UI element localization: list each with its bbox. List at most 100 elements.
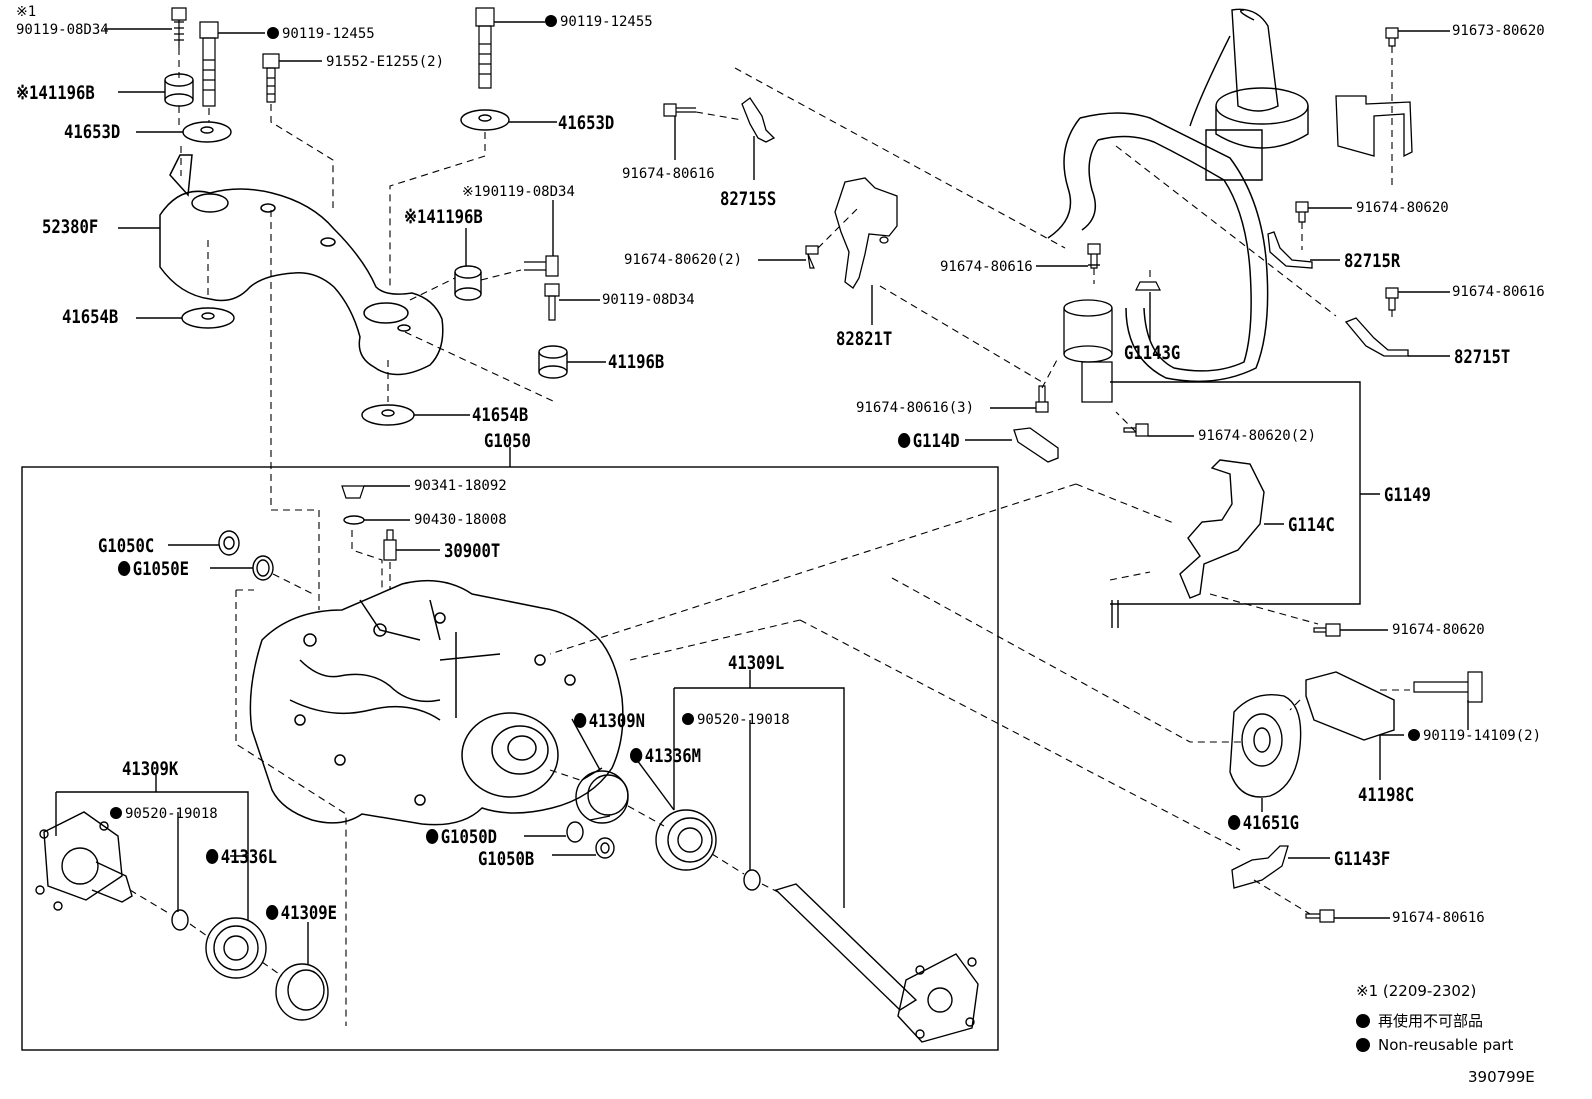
part-label-52380f: 52380F — [42, 216, 99, 238]
bolt-icon — [524, 255, 559, 277]
non-reusable-dot-icon — [426, 829, 439, 844]
part-label-90119-08d34-c: 90119-08D34 — [602, 292, 695, 308]
legend-non-reusable-jp: 再使用不可部品 — [1356, 1010, 1483, 1031]
o-ring-icon — [252, 555, 274, 581]
bolt-icon — [199, 21, 219, 107]
differential-housing-icon — [249, 579, 624, 826]
part-label-91552-e1255: 91552-E1255(2) — [326, 54, 445, 70]
part-label-91674-80616-3: 91674-80616(3) — [856, 400, 975, 416]
snap-ring-icon — [743, 869, 761, 891]
part-label-90119-12455-b: 90119-12455 — [545, 14, 653, 30]
bolt-icon — [663, 103, 696, 117]
washer-icon — [460, 109, 510, 131]
bushing-icon — [538, 345, 568, 379]
part-label-82715s: 82715S — [720, 188, 777, 210]
bracket-icon — [1335, 95, 1413, 158]
bracket-icon — [741, 97, 776, 143]
part-label-82821t: 82821T — [836, 328, 893, 350]
non-reusable-dot-icon — [266, 905, 279, 920]
part-label-41196b: ※141196B — [16, 82, 95, 104]
snap-ring-icon — [566, 821, 584, 843]
part-label-91674-80616-d: 91674-80616 — [1392, 910, 1485, 926]
part-label-91674-80620-2: 91674-80620(2) — [624, 252, 743, 268]
part-label-90119-08d34: 90119-08D34 — [16, 22, 109, 38]
non-reusable-dot-icon — [110, 807, 122, 819]
legend-non-reusable-en: Non-reusable part — [1356, 1036, 1513, 1054]
drive-shaft-icon — [774, 883, 979, 1043]
bolt-icon — [1035, 27, 1399, 437]
part-label-91673-80620: 91673-80620 — [1452, 23, 1545, 39]
cover-g114c-icon — [1111, 459, 1265, 628]
plug-icon — [218, 530, 240, 556]
washer-icon — [182, 121, 232, 143]
breather-icon — [383, 529, 397, 561]
crossmember-icon — [159, 154, 444, 376]
part-label-g1050b: G1050B — [478, 848, 535, 870]
part-label-41196b-c: 41196B — [608, 351, 665, 373]
part-label-91674-80620-b: 91674-80620 — [1392, 622, 1485, 638]
part-label-41654b: 41654B — [62, 306, 119, 328]
part-label-90520-19018-b: 90520-19018 — [110, 806, 218, 822]
note-mark-label: ※1 — [16, 4, 37, 20]
non-reusable-dot-icon — [1228, 815, 1241, 830]
part-label-g114c: G114C — [1288, 514, 1335, 536]
part-label-91674-80616-b: 91674-80616 — [940, 259, 1033, 275]
part-label-90520-19018: 90520-19018 — [682, 712, 790, 728]
flange-icon — [35, 811, 133, 911]
hose-icon — [1047, 112, 1269, 383]
non-reusable-dot-icon — [1356, 1014, 1370, 1028]
bracket-icon — [1267, 231, 1313, 269]
part-label-41309n: 41309N — [574, 710, 645, 732]
part-label-41336l: 41336L — [206, 846, 277, 868]
bolt-icon — [1413, 671, 1483, 703]
part-label-41196b-b: ※141196B — [404, 206, 483, 228]
non-reusable-dot-icon — [118, 561, 131, 576]
non-reusable-dot-icon — [1408, 729, 1420, 741]
non-reusable-dot-icon — [267, 27, 279, 39]
part-label-82715r: 82715R — [1344, 250, 1401, 272]
part-label-g1149: G1149 — [1384, 484, 1431, 506]
gasket-icon — [343, 515, 365, 525]
part-label-90341-18092: 90341-18092 — [414, 478, 507, 494]
part-label-g1143g: G1143G — [1124, 342, 1181, 364]
part-label-g114d: G114D — [898, 430, 960, 452]
illustration-id: 390799E — [1468, 1068, 1535, 1086]
mount-41651g-icon — [1229, 694, 1302, 798]
part-label-91674-80620-2b: 91674-80620(2) — [1198, 428, 1317, 444]
part-label-41309e: 41309E — [266, 902, 337, 924]
part-label-41653d: 41653D — [64, 121, 121, 143]
part-label-g1143f: G1143F — [1334, 848, 1391, 870]
washer-icon — [361, 404, 415, 426]
part-label-41336m: 41336M — [630, 745, 701, 767]
bolt-icon — [1313, 623, 1341, 637]
part-label-41309l: 41309L — [728, 652, 785, 674]
bolt-icon — [805, 245, 819, 269]
bolt-icon — [544, 283, 560, 321]
part-label-91674-80620: 91674-80620 — [1356, 200, 1449, 216]
sensor-icon — [1013, 427, 1059, 463]
bracket-41198c-icon — [1305, 671, 1395, 741]
part-label-90430-18008: 90430-18008 — [414, 512, 507, 528]
part-label-g1050c: G1050C — [98, 535, 155, 557]
part-label-82715t: 82715T — [1454, 346, 1511, 368]
non-reusable-dot-icon — [1356, 1038, 1370, 1052]
part-label-41309k: 41309K — [122, 758, 179, 780]
non-reusable-dot-icon — [574, 713, 587, 728]
oil-seal-icon — [275, 963, 329, 1021]
bracket-icon — [1344, 317, 1409, 357]
part-label-g1050e: G1050E — [118, 558, 189, 580]
plug-icon — [341, 485, 365, 499]
clip-icon — [1135, 281, 1161, 291]
bearing-icon — [205, 917, 267, 979]
part-label-90119-08d34-b: ※190119-08D34 — [462, 184, 575, 200]
bushing-icon — [454, 265, 482, 301]
oil-seal-icon — [575, 767, 629, 824]
bolt-icon — [171, 7, 187, 48]
part-label-g1050: G1050 — [484, 430, 531, 452]
washer-icon — [181, 307, 235, 329]
non-reusable-dot-icon — [206, 849, 219, 864]
non-reusable-dot-icon — [682, 713, 694, 725]
washer-icon — [595, 837, 615, 859]
bracket-82821t-icon — [834, 177, 898, 289]
